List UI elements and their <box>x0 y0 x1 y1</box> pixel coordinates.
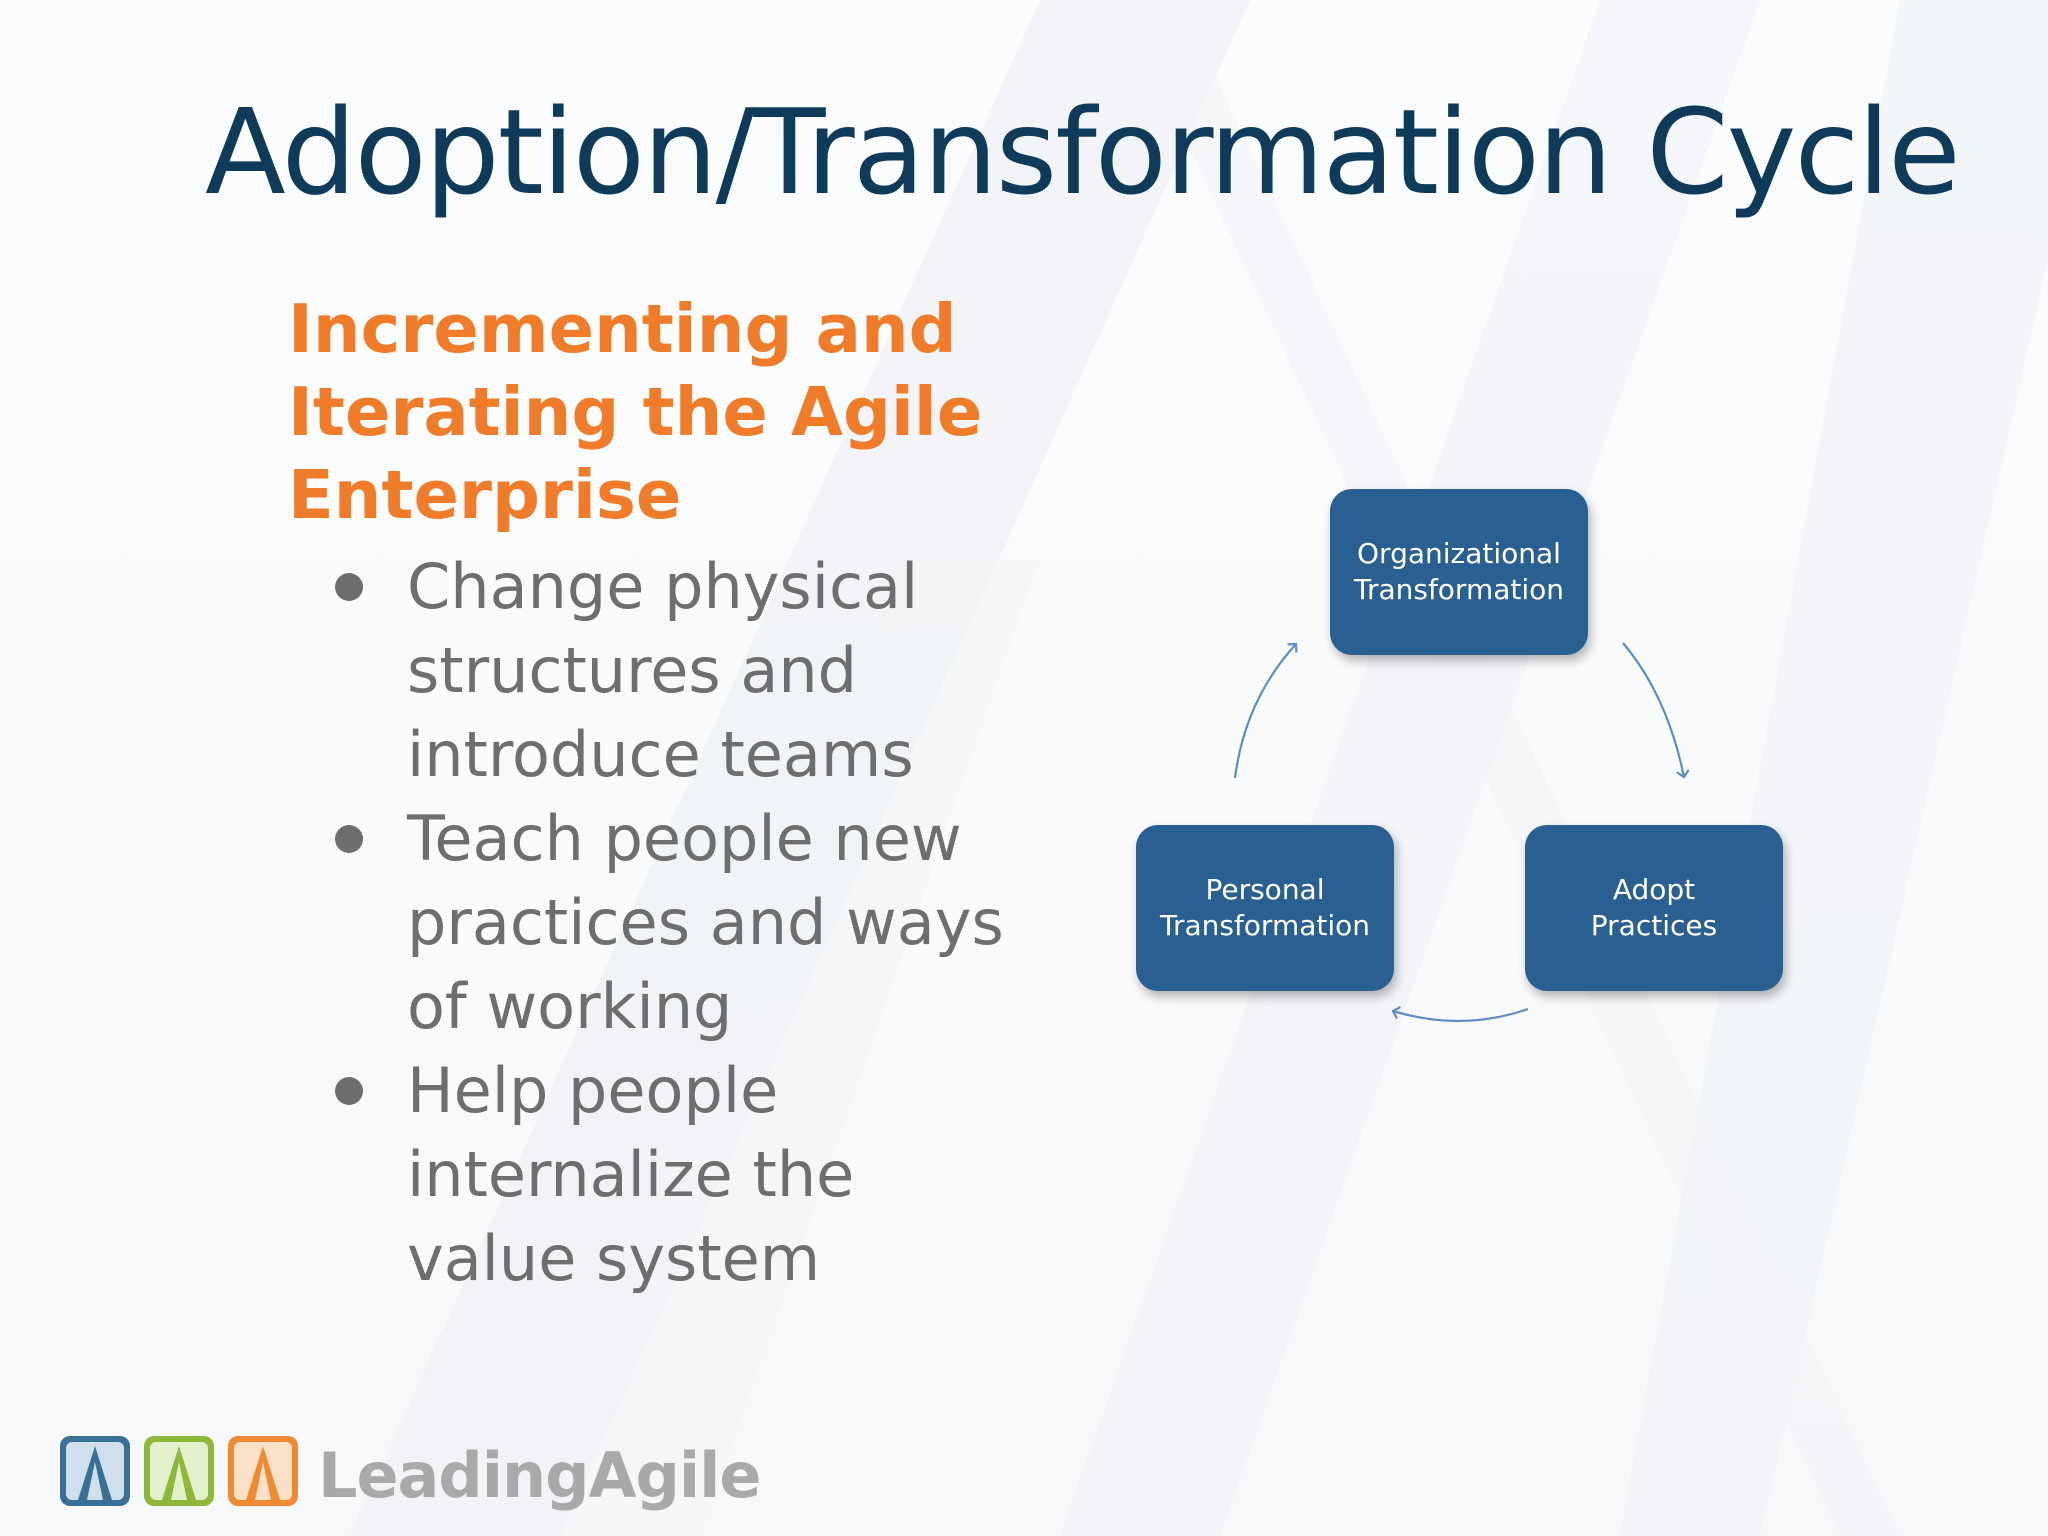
bullet-item: Help people internalize the value system <box>330 1049 1010 1301</box>
slide-subtitle: Incrementing and Iterating the Agile Ent… <box>288 290 983 534</box>
arrow-personal-to-org <box>1233 642 1298 779</box>
logo-tile-blue-icon <box>60 1436 130 1506</box>
bullet-text: Change physical structures and introduce… <box>407 550 919 791</box>
bullet-dot-icon <box>335 825 363 853</box>
logo-tile-green-icon <box>144 1436 214 1506</box>
bullet-dot-icon <box>335 573 363 601</box>
bullet-item: Change physical structures and introduce… <box>330 545 1010 797</box>
bullet-dot-icon <box>335 1077 363 1105</box>
slide-title: Adoption/Transformation Cycle <box>205 83 1961 221</box>
bullet-text: Teach people new practices and ways of w… <box>407 802 1004 1043</box>
bullet-list: Change physical structures and introduce… <box>330 545 1010 1301</box>
leadingagile-logo-icon <box>60 1436 298 1506</box>
bullet-item: Teach people new practices and ways of w… <box>330 797 1010 1049</box>
logo-wordmark: LeadingAgile <box>318 1439 761 1512</box>
bullet-text: Help people internalize the value system <box>407 1054 855 1295</box>
node-adopt-practices: Adopt Practices <box>1525 825 1783 991</box>
arrow-adopt-to-personal <box>1391 1006 1529 1023</box>
node-organizational-transformation: Organizational Transformation <box>1330 489 1588 655</box>
node-personal-transformation: Personal Transformation <box>1136 825 1394 991</box>
arrow-org-to-adopt <box>1622 642 1690 779</box>
logo-tile-orange-icon <box>228 1436 298 1506</box>
